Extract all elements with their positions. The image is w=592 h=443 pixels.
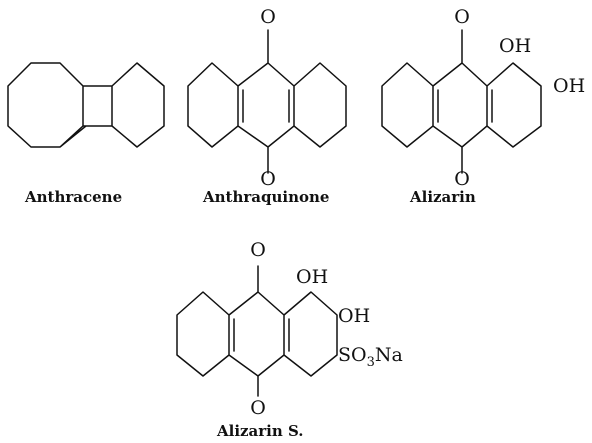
alizarin-s-structure: O O OH OH SO3Na Alizarin S. — [176, 239, 403, 440]
anthracene-skeleton — [7, 62, 165, 148]
alizarin-hydroxyl-2: OH — [553, 75, 585, 97]
anthracene-structure: Anthracene — [7, 62, 165, 206]
alizarin-s-hydroxyl-1: OH — [296, 266, 328, 288]
anthraquinone-bottom-oxygen: O — [260, 168, 276, 190]
alizarin-top-oxygen: O — [454, 6, 470, 28]
alizarin-s-skeleton — [176, 265, 338, 397]
alizarin-s-hydroxyl-2: OH — [338, 305, 370, 327]
alizarin-label: Alizarin — [409, 188, 476, 206]
alizarin-hydroxyl-1: OH — [499, 35, 531, 57]
anthraquinone-skeleton — [187, 29, 347, 174]
alizarin-s-label: Alizarin S. — [216, 422, 304, 440]
sulfonate-suffix: Na — [375, 344, 403, 366]
alizarin-s-bottom-oxygen: O — [250, 397, 266, 419]
anthraquinone-structure: O O Anthraquinone — [187, 6, 347, 206]
sulfonate-subscript: 3 — [367, 355, 375, 370]
alizarin-skeleton — [381, 29, 542, 174]
alizarin-s-top-oxygen: O — [250, 239, 266, 261]
sulfonate-prefix: SO — [338, 344, 367, 366]
anthraquinone-label: Anthraquinone — [202, 188, 329, 206]
alizarin-bottom-oxygen: O — [454, 168, 470, 190]
anthracene-label: Anthracene — [24, 188, 122, 206]
alizarin-structure: O O OH OH Alizarin — [381, 6, 585, 206]
anthraquinone-top-oxygen: O — [260, 6, 276, 28]
alizarin-s-sulfonate: SO3Na — [338, 344, 403, 370]
